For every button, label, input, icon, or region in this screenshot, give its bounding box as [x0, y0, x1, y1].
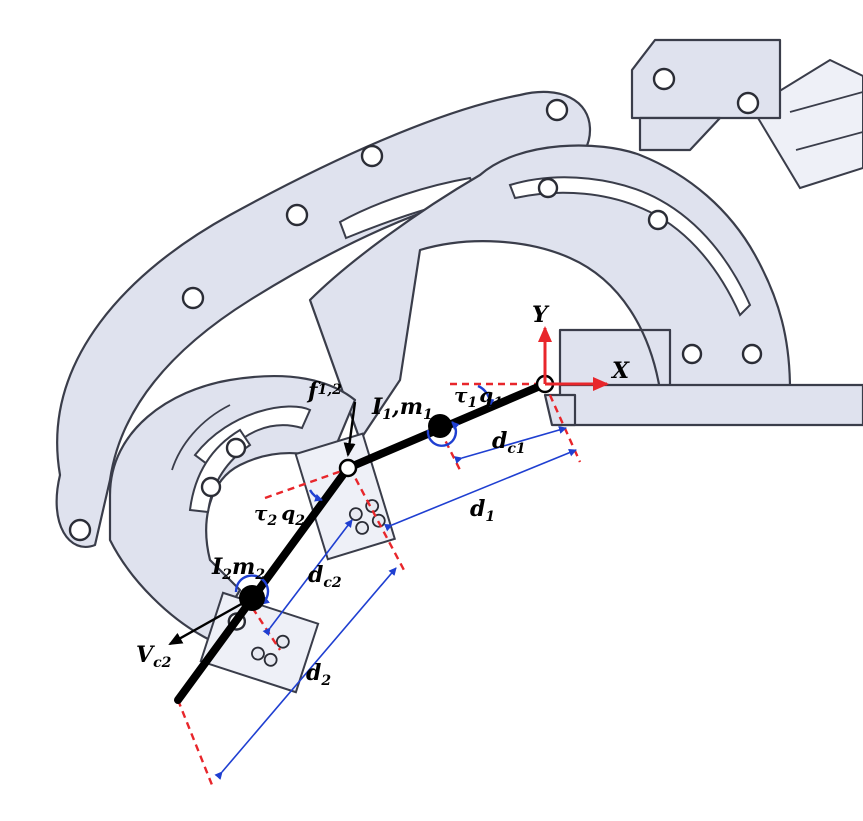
force-arrow: [343, 401, 357, 457]
dc2-label: dc2: [308, 562, 342, 591]
joint-1-2: [338, 458, 358, 478]
inertia-mass-2-label: I2m2: [211, 554, 265, 583]
base-plate: [543, 383, 863, 427]
tau1-rotation-icon: [477, 384, 495, 407]
rotation-indicators: [234, 384, 495, 605]
inner-sector: [108, 374, 357, 642]
coordinate-frame: [538, 326, 609, 391]
d1-dimension: [384, 448, 577, 532]
link-2: [174, 464, 352, 704]
vc2-label: Vc2: [136, 642, 172, 671]
d1-label: d1: [470, 496, 495, 525]
dc1-label: dc1: [492, 428, 526, 457]
force-label: f1,2: [306, 378, 342, 404]
x-axis-label: X: [610, 358, 630, 384]
d2-label: d2: [306, 660, 331, 689]
mechanism-body: [55, 38, 863, 694]
m2-rotation-icon: [234, 574, 270, 605]
mass-1: [428, 414, 452, 438]
tau2-rotation-icon: [308, 489, 323, 502]
d2-dimension: [214, 567, 397, 780]
dimension-lines: [214, 426, 577, 780]
y-axis-label: Y: [532, 302, 550, 328]
inertia-mass-1-label: I1,m1: [371, 394, 433, 423]
velocity-arrow: [168, 596, 253, 646]
clevis-bracket: [630, 38, 782, 152]
m1-rotation-icon: [426, 421, 460, 447]
